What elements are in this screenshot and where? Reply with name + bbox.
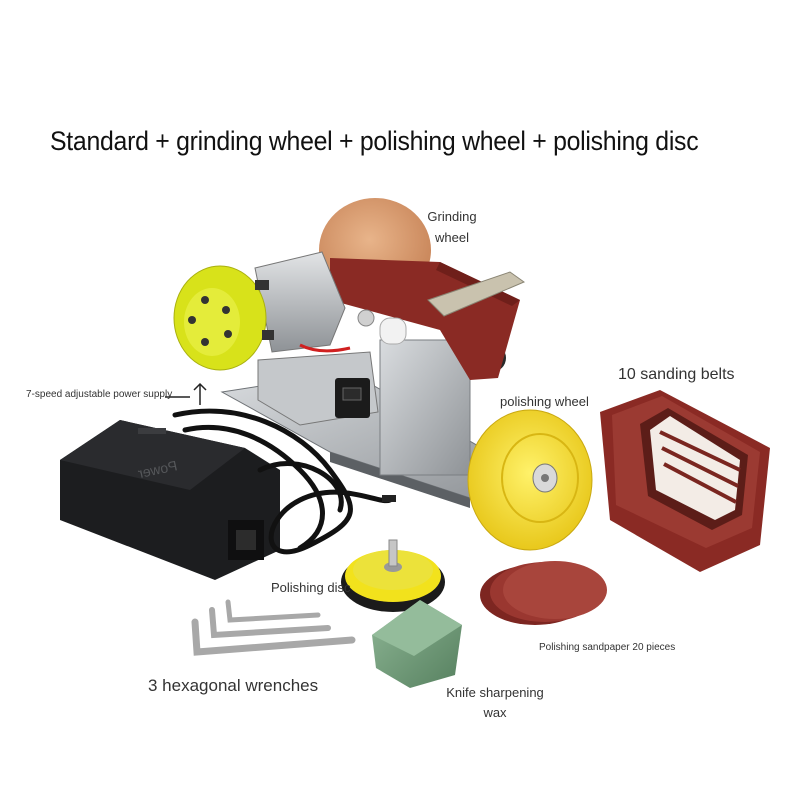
- label-wrenches: 3 hexagonal wrenches: [148, 676, 319, 695]
- sanding-belts: [600, 390, 770, 572]
- machine-belt: [330, 258, 526, 380]
- label-sanding-belts: 10 sanding belts: [618, 366, 735, 383]
- page-headline: Standard + grinding wheel + polishing wh…: [50, 126, 699, 156]
- power-supply-arrow: [165, 382, 207, 405]
- label-sandpaper: Polishing sandpaper 20 pieces: [539, 642, 676, 653]
- label-grinding-wheel-1: Grinding: [427, 209, 477, 224]
- label-grinding-wheel-2: wheel: [435, 230, 469, 245]
- motor: [173, 251, 351, 371]
- power-adapter: Power: [60, 420, 280, 580]
- sharpening-wax: [372, 600, 462, 688]
- label-polishing-wheel: polishing wheel: [500, 394, 589, 409]
- polishing-disc: [341, 539, 445, 612]
- label-polishing-disc: Polishing disc: [271, 580, 351, 595]
- polishing-wheel: [467, 409, 593, 551]
- label-wax-2: wax: [483, 705, 507, 720]
- label-wax-1: Knife sharpening: [446, 685, 544, 700]
- label-power-supply: 7-speed adjustable power supply: [26, 389, 173, 400]
- hex-wrenches: [191, 599, 356, 656]
- power-cable: [172, 408, 396, 555]
- sandpaper-discs: [480, 561, 607, 625]
- sander-base: [220, 339, 522, 508]
